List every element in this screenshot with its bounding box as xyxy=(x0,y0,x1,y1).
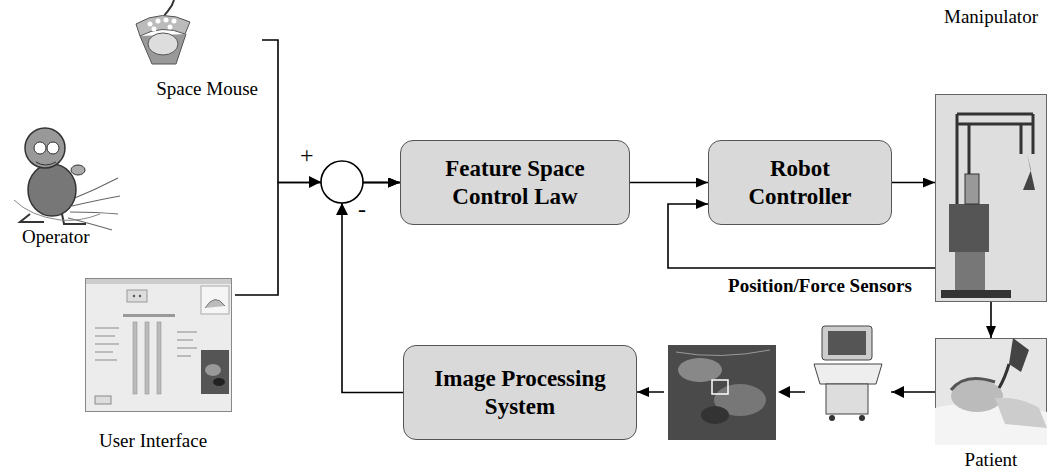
sign-label: - xyxy=(358,196,366,223)
caption: Manipulator xyxy=(935,6,1047,28)
node-picture xyxy=(935,338,1047,445)
patient: Patient xyxy=(935,338,1047,472)
sign-label: + xyxy=(300,142,314,169)
process-box: Feature Space Control Law xyxy=(400,140,630,225)
user-interface: User Interface xyxy=(85,278,235,454)
process-box: Image Processing System xyxy=(403,345,637,440)
caption: Space Mouse xyxy=(156,78,258,100)
summing-junction xyxy=(309,161,363,215)
manipulator: Manipulator xyxy=(935,6,1047,302)
space-mouse-icon xyxy=(130,0,196,66)
edge-label: Position/Force Sensors xyxy=(725,275,915,297)
signal-arrow xyxy=(235,183,400,296)
ultrasound-image xyxy=(664,340,790,444)
box-label: Robot Controller xyxy=(725,155,875,210)
signal-arrow xyxy=(630,182,708,184)
box-label: Image Processing System xyxy=(415,365,625,420)
signal-arrow xyxy=(262,40,400,183)
node-picture xyxy=(130,0,196,66)
signal-arrow xyxy=(892,182,935,184)
input-device: Space Mouse xyxy=(130,0,262,108)
process-box: Robot Controller xyxy=(708,140,892,225)
node-picture xyxy=(935,94,1047,302)
box-label: Feature Space Control Law xyxy=(415,155,615,210)
node-picture xyxy=(85,278,232,412)
figure-label: Operator xyxy=(22,226,90,248)
signal-arrow xyxy=(990,302,992,338)
ultrasound-machine xyxy=(805,318,904,426)
caption: User Interface xyxy=(99,430,207,452)
patient-photo xyxy=(935,338,1047,445)
manipulator-photo xyxy=(935,94,1047,302)
user-interface-screenshot xyxy=(85,278,232,412)
operator-cartoon xyxy=(14,128,120,230)
signal-arrow xyxy=(342,183,403,393)
caption: Patient xyxy=(935,449,1047,471)
